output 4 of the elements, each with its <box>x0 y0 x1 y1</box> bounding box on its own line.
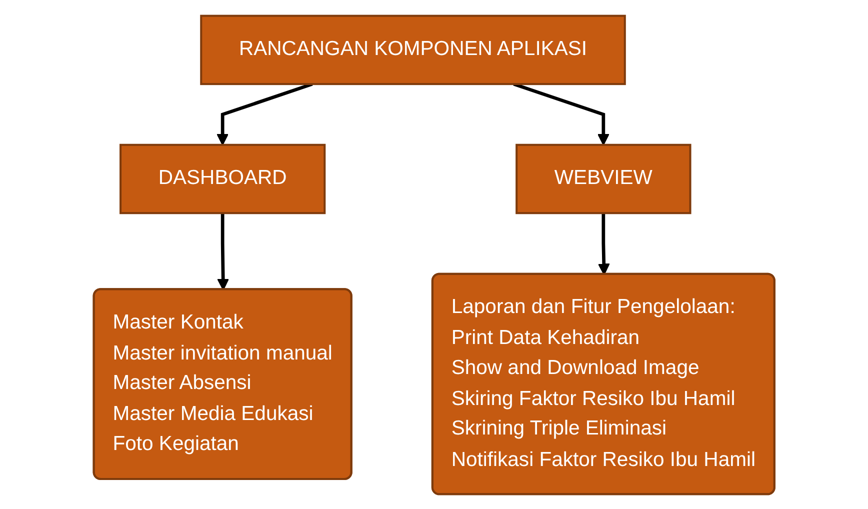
node-box: RANCANGAN KOMPONEN APLIKASI <box>200 14 626 85</box>
node-box: WEBVIEW <box>515 143 692 214</box>
node-box: DASHBOARD <box>119 143 326 214</box>
arrow <box>217 212 229 290</box>
